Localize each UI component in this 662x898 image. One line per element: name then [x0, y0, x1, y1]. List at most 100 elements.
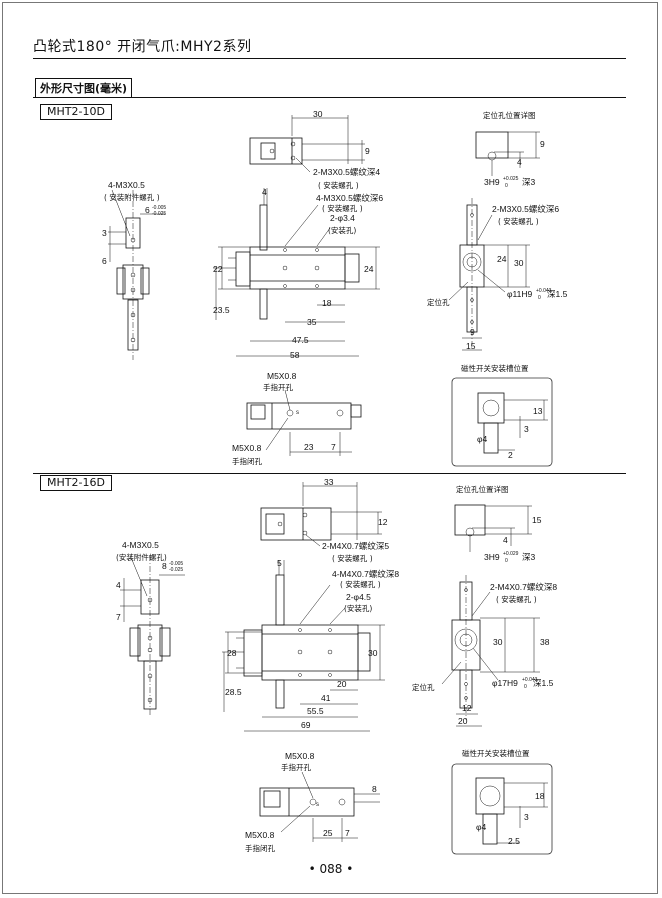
dim-24-10d: 24 [364, 264, 374, 274]
left-view-16d [120, 554, 185, 715]
switch-view-16d [475, 777, 548, 845]
switch-title-10d: 磁性开关安装槽位置 [461, 363, 529, 373]
dim-30-10d: 30 [313, 109, 323, 119]
close-port-10d: M5X0.8 [232, 443, 262, 453]
s-depth-10d: 深1.5 [547, 289, 568, 299]
model-label-10d: MHT2-10D [40, 104, 112, 120]
side-view-16d [441, 575, 540, 727]
t2-16d: 4-M4X0.7螺纹深8 [332, 569, 399, 579]
m25-16d: 2.5 [508, 836, 520, 846]
switch-box-10d [451, 377, 553, 467]
pin-depth-16d: 深3 [522, 552, 536, 562]
s-tol0-10d: 0 [538, 295, 541, 301]
b25-16d: 25 [323, 828, 333, 838]
s20-16d: 20 [458, 716, 468, 726]
m-phi4-10d: φ4 [477, 434, 488, 444]
bottom-view-16d [259, 771, 380, 842]
detail-title-16d: 定位孔位置详图 [456, 484, 509, 494]
pin-detail-16d [454, 504, 532, 552]
m-phi4-16d: φ4 [476, 822, 487, 832]
tol-6a-10d: -0.005 [152, 205, 166, 211]
dim-69-16d: 69 [301, 720, 311, 730]
s24-10d: 24 [497, 254, 507, 264]
t1-cn-10d: ( 安装螺孔 ) [318, 180, 359, 190]
t1-16d: 2-M4X0.7螺纹深5 [322, 541, 389, 551]
s-mark-10d: s [296, 410, 299, 416]
drawing-10d: 4-M3X0.5 ( 安装附件螺孔 ) 3 6 6 -0.005 -0.025 … [102, 109, 568, 467]
side-thread-10d: 2-M3X0.5螺纹深6 [492, 204, 559, 214]
locate-10d: 定位孔 [427, 297, 450, 307]
m18-16d: 18 [535, 791, 545, 801]
pin-hole-16d: 3H9 [484, 552, 500, 562]
pin-hole-10d: 3H9 [484, 177, 500, 187]
pin-9-10d: 9 [540, 139, 545, 149]
dim-4-10d: 4 [262, 187, 267, 197]
dim-22-10d: 22 [213, 264, 223, 274]
s38-16d: 38 [540, 637, 550, 647]
dim-6-10d: 6 [102, 256, 107, 266]
page-title: 凸轮式180° 开闭气爪:MHY2系列 [33, 39, 252, 55]
dim-285-16d: 28.5 [225, 687, 242, 697]
side-thread-cn-16d: ( 安装螺孔 ) [496, 594, 537, 604]
dim-235-10d: 23.5 [213, 305, 230, 315]
m3-16d: 3 [524, 812, 529, 822]
dim-33-16d: 33 [324, 477, 334, 487]
title-rule [33, 58, 626, 59]
b23-10d: 23 [304, 442, 314, 452]
dim-28-16d: 28 [227, 648, 237, 658]
dim-20-16d: 20 [337, 679, 347, 689]
s-tol-16d: +0.043 [522, 677, 538, 683]
drawing-16d: 4-M3X0.5 (安装附件螺孔) 4 7 8 -0.005 -0.025 33… [116, 477, 557, 855]
s-mark-16d: s [316, 802, 319, 808]
locate-16d: 定位孔 [412, 682, 435, 692]
s9-10d: 9 [470, 327, 475, 337]
bottom-view-10d [246, 389, 362, 456]
middle-rule [33, 473, 626, 474]
dim-3-10d: 3 [102, 228, 107, 238]
dim-41-16d: 41 [321, 693, 331, 703]
m2-10d: 2 [508, 450, 513, 460]
dim-4-16d: 4 [116, 580, 121, 590]
t3-10d: 2-φ3.4 [330, 213, 355, 223]
b7-16d: 7 [345, 828, 350, 838]
front-view-16d [222, 560, 385, 732]
m3-10d: 3 [524, 424, 529, 434]
open-port-10d: M5X0.8 [267, 371, 297, 381]
left-thread-cn-16d: (安装附件螺孔) [116, 552, 167, 562]
close-port-cn-10d: 手指闭孔 [232, 456, 262, 466]
s-hole-10d: φ11H9 [507, 289, 532, 299]
detail-title-10d: 定位孔位置详图 [483, 110, 536, 120]
left-thread-cn-10d: ( 安装附件螺孔 ) [104, 192, 160, 202]
tol-8a-16d: -0.005 [169, 561, 183, 567]
section-rule [33, 97, 626, 98]
tol-6-10d: 6 [145, 205, 150, 215]
s12-16d: 12 [462, 703, 472, 713]
left-view-10d [108, 189, 165, 360]
pin-tol-10d: +0.025 [503, 176, 519, 182]
t3-16d: 2-φ4.5 [346, 592, 371, 602]
pin-tol0-16d: 0 [505, 558, 508, 564]
t1-cn-16d: ( 安装螺孔 ) [332, 553, 373, 563]
dim-35-10d: 35 [307, 317, 317, 327]
side-thread-16d: 2-M4X0.7螺纹深8 [490, 582, 557, 592]
pin-tol-16d: +0.029 [503, 551, 519, 557]
open-port-cn-10d: 手指开孔 [263, 382, 293, 392]
s15-10d: 15 [466, 341, 476, 351]
s30-10d: 30 [514, 258, 524, 268]
page-number: • 088 • [308, 862, 354, 876]
dim-12-16d: 12 [378, 517, 388, 527]
tol-8b-16d: -0.025 [169, 567, 183, 573]
s-tol-10d: +0.043 [536, 288, 552, 294]
top-view-16d [260, 482, 382, 547]
dim-475-10d: 47.5 [292, 335, 309, 345]
switch-box-16d [451, 763, 553, 855]
model-label-16d: MHT2-16D [40, 475, 112, 491]
side-view-10d [448, 198, 530, 351]
s-tol0-16d: 0 [524, 684, 527, 690]
dim-30-16d: 30 [368, 648, 378, 658]
pin-4-16d: 4 [503, 535, 508, 545]
t2-cn-16d: ( 安装螺孔 ) [340, 579, 381, 589]
pin-depth-10d: 深3 [522, 177, 536, 187]
